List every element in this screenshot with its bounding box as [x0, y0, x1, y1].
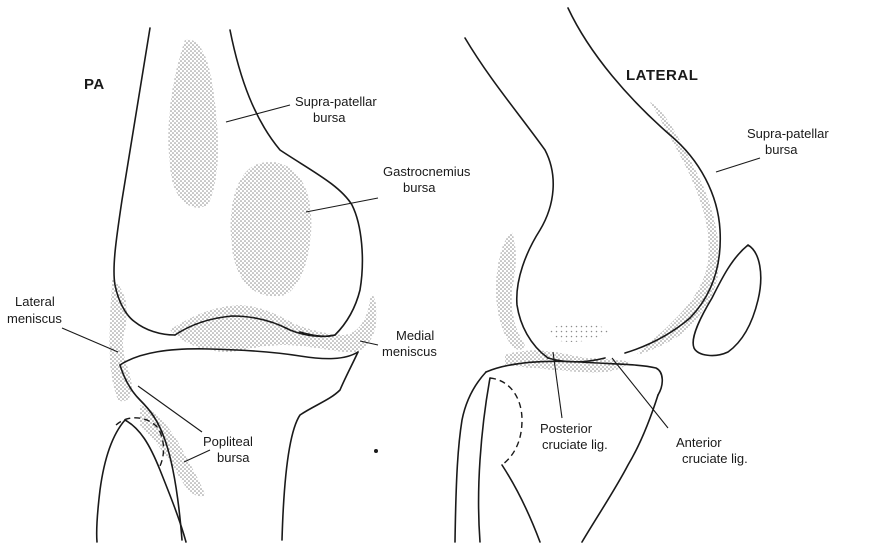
- stray-dot: [374, 449, 378, 453]
- pa-medial-meniscus-label: Medial meniscus: [382, 328, 438, 359]
- pa-tibia-plateau: [120, 349, 358, 365]
- lat-suprapatellar-leader: [716, 158, 760, 172]
- lat-tibia-posterior-outline: [455, 372, 486, 542]
- pa-lateral-meniscus-label: Lateral meniscus: [7, 294, 62, 326]
- lat-fibula-head-dashed: [490, 378, 522, 465]
- lat-fibula-outline: [479, 378, 491, 542]
- lat-posterior-stipple-region: [496, 232, 525, 350]
- lateral-view: LATERAL Supra-patellar bursa Posterior: [455, 8, 832, 542]
- pa-femur-left-outline: [114, 28, 175, 335]
- lateral-view-title: LATERAL: [626, 67, 698, 84]
- pa-gastrocnemius-bursa-region: [231, 162, 312, 296]
- pa-joint-stipple-region: [170, 296, 377, 353]
- lat-suprapatellar-bursa-region: [636, 102, 719, 355]
- lat-tibia-anterior-outline: [582, 395, 658, 542]
- pa-meniscus-stipple-region: [109, 278, 131, 401]
- lat-fibula-shaft-line: [502, 465, 540, 542]
- pa-suprapatellar-label: Supra-patellar bursa: [295, 94, 380, 125]
- pa-suprapatellar-bursa-region: [168, 40, 217, 208]
- lat-posterior-cruciate-label: Posterior cruciate lig.: [540, 421, 608, 452]
- pa-suprapatellar-leader: [226, 105, 290, 122]
- pa-gastrocnemius-leader: [306, 198, 378, 212]
- lat-anterior-cruciate-label: Anterior cruciate lig.: [676, 435, 748, 466]
- pa-popliteal-bursa-region: [140, 405, 205, 496]
- pa-gastrocnemius-label: Gastrocnemius bursa: [383, 164, 474, 195]
- pa-view: PA Supra-patellar bursa Gastrocnemiu: [7, 28, 474, 542]
- lat-joint-stipple-region: [548, 323, 612, 342]
- pa-view-title: PA: [84, 76, 105, 93]
- pa-tibia-right-outline: [282, 352, 358, 540]
- pa-popliteal-leader-lower: [184, 450, 210, 462]
- lat-suprapatellar-label: Supra-patellar bursa: [747, 126, 832, 157]
- pa-popliteal-label: Popliteal bursa: [203, 434, 257, 465]
